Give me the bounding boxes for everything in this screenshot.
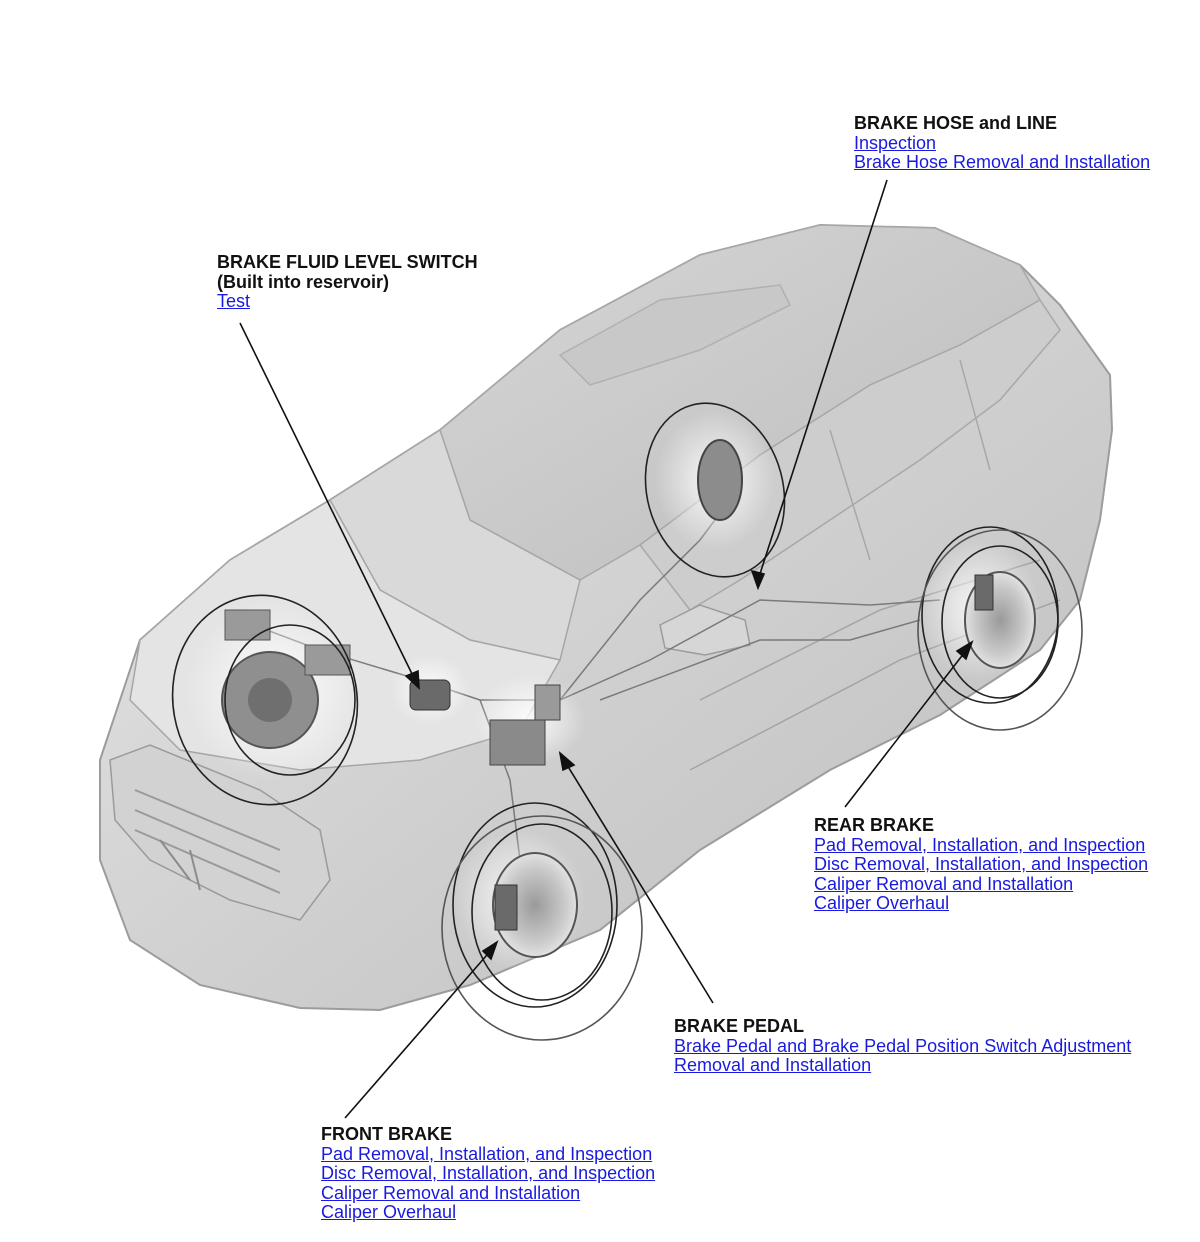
highlight-circles [171,402,1059,1008]
leader-lines [239,179,974,1119]
callout-title: BRAKE HOSE and LINE [854,113,1058,133]
link-front-caliper-overhaul[interactable]: Caliper Overhaul [321,1202,457,1223]
link-rear-caliper-removal[interactable]: Caliper Removal and Installation [814,873,1074,894]
link-hose-inspection[interactable]: Inspection [854,132,937,153]
link-pedal-adjustment[interactable]: Brake Pedal and Brake Pedal Position Swi… [674,1035,1132,1056]
callout-title: FRONT BRAKE [321,1124,452,1144]
callout-brake-pedal: BRAKE PEDAL Brake Pedal and Brake Pedal … [674,1016,1132,1076]
callout-title: REAR BRAKE [814,815,935,835]
brake-components [185,410,1040,970]
callout-title: BRAKE PEDAL [674,1016,805,1036]
callout-brake-fluid-level-switch: BRAKE FLUID LEVEL SWITCH (Built into res… [217,252,478,312]
callout-subtitle: (Built into reservoir) [217,271,390,292]
link-front-disc[interactable]: Disc Removal, Installation, and Inspecti… [321,1163,656,1184]
link-front-pad[interactable]: Pad Removal, Installation, and Inspectio… [321,1143,653,1164]
link-fluid-switch-test[interactable]: Test [217,291,251,312]
link-front-caliper-removal[interactable]: Caliper Removal and Installation [321,1182,581,1203]
link-pedal-removal[interactable]: Removal and Installation [674,1055,872,1076]
callout-rear-brake: REAR BRAKE Pad Removal, Installation, an… [814,815,1149,914]
callout-title: BRAKE FLUID LEVEL SWITCH [217,252,478,272]
link-rear-disc[interactable]: Disc Removal, Installation, and Inspecti… [814,854,1149,875]
link-hose-removal-installation[interactable]: Brake Hose Removal and Installation [854,152,1151,173]
link-rear-caliper-overhaul[interactable]: Caliper Overhaul [814,893,950,914]
callout-brake-hose: BRAKE HOSE and LINE Inspection Brake Hos… [854,113,1151,173]
callout-front-brake: FRONT BRAKE Pad Removal, Installation, a… [321,1124,656,1223]
wheels [441,529,1083,1041]
link-rear-pad[interactable]: Pad Removal, Installation, and Inspectio… [814,834,1146,855]
